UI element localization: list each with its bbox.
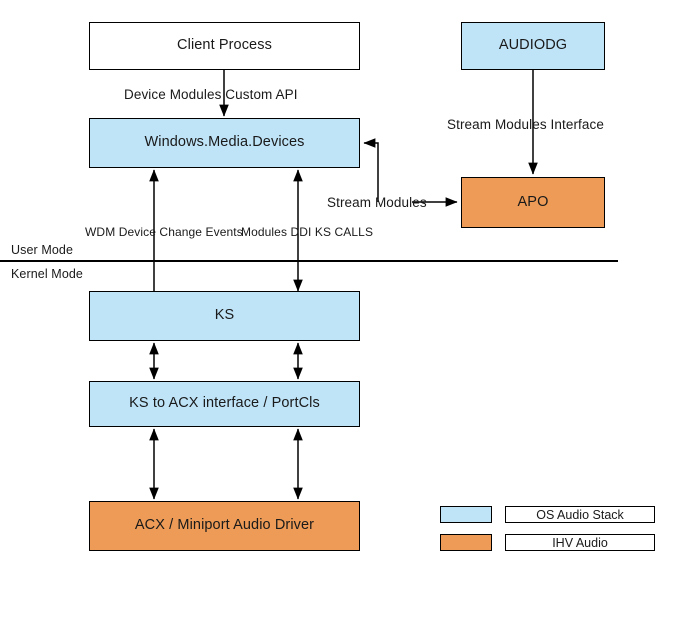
box-audiodg[interactable]: AUDIODG bbox=[461, 22, 605, 70]
user-kernel-mode-divider bbox=[0, 260, 618, 262]
arrow-stream-modules-to-wmd bbox=[363, 138, 379, 202]
label-device-modules-custom-api: Device Modules Custom API bbox=[124, 87, 298, 102]
label-stream-modules: Stream Modules bbox=[327, 195, 427, 210]
box-windows-media-devices-label: Windows.Media.Devices bbox=[144, 134, 305, 151]
box-windows-media-devices[interactable]: Windows.Media.Devices bbox=[89, 118, 360, 168]
box-acx-miniport-audio-driver-label: ACX / Miniport Audio Driver bbox=[134, 517, 315, 534]
box-apo[interactable]: APO bbox=[461, 177, 605, 228]
box-acx-miniport-audio-driver[interactable]: ACX / Miniport Audio Driver bbox=[89, 501, 360, 551]
legend-text-ihv-audio: IHV Audio bbox=[552, 535, 608, 550]
box-audiodg-label: AUDIODG bbox=[498, 37, 568, 54]
box-client-process[interactable]: Client Process bbox=[89, 22, 360, 70]
label-wdm-device-change-events: WDM Device Change Events bbox=[85, 225, 243, 239]
label-kernel-mode: Kernel Mode bbox=[11, 267, 83, 281]
label-modules-ddi-ks-calls: Modules DDI KS CALLS bbox=[241, 225, 374, 239]
label-stream-modules-interface: Stream Modules Interface bbox=[447, 117, 604, 132]
legend-label-ihv-audio: IHV Audio bbox=[505, 534, 655, 551]
label-user-mode: User Mode bbox=[11, 243, 74, 257]
legend-swatch-ihv-audio bbox=[440, 534, 492, 551]
box-client-process-label: Client Process bbox=[177, 37, 272, 54]
legend-label-os-audio-stack: OS Audio Stack bbox=[505, 506, 655, 523]
box-ks-label: KS bbox=[214, 307, 235, 324]
legend-swatch-os-audio-stack bbox=[440, 506, 492, 523]
legend-text-os-audio-stack: OS Audio Stack bbox=[536, 507, 624, 522]
box-ks-to-acx-portcls-label: KS to ACX interface / PortCls bbox=[129, 395, 320, 412]
box-ks-to-acx-portcls[interactable]: KS to ACX interface / PortCls bbox=[89, 381, 360, 427]
box-ks[interactable]: KS bbox=[89, 291, 360, 341]
box-apo-label: APO bbox=[517, 193, 549, 210]
